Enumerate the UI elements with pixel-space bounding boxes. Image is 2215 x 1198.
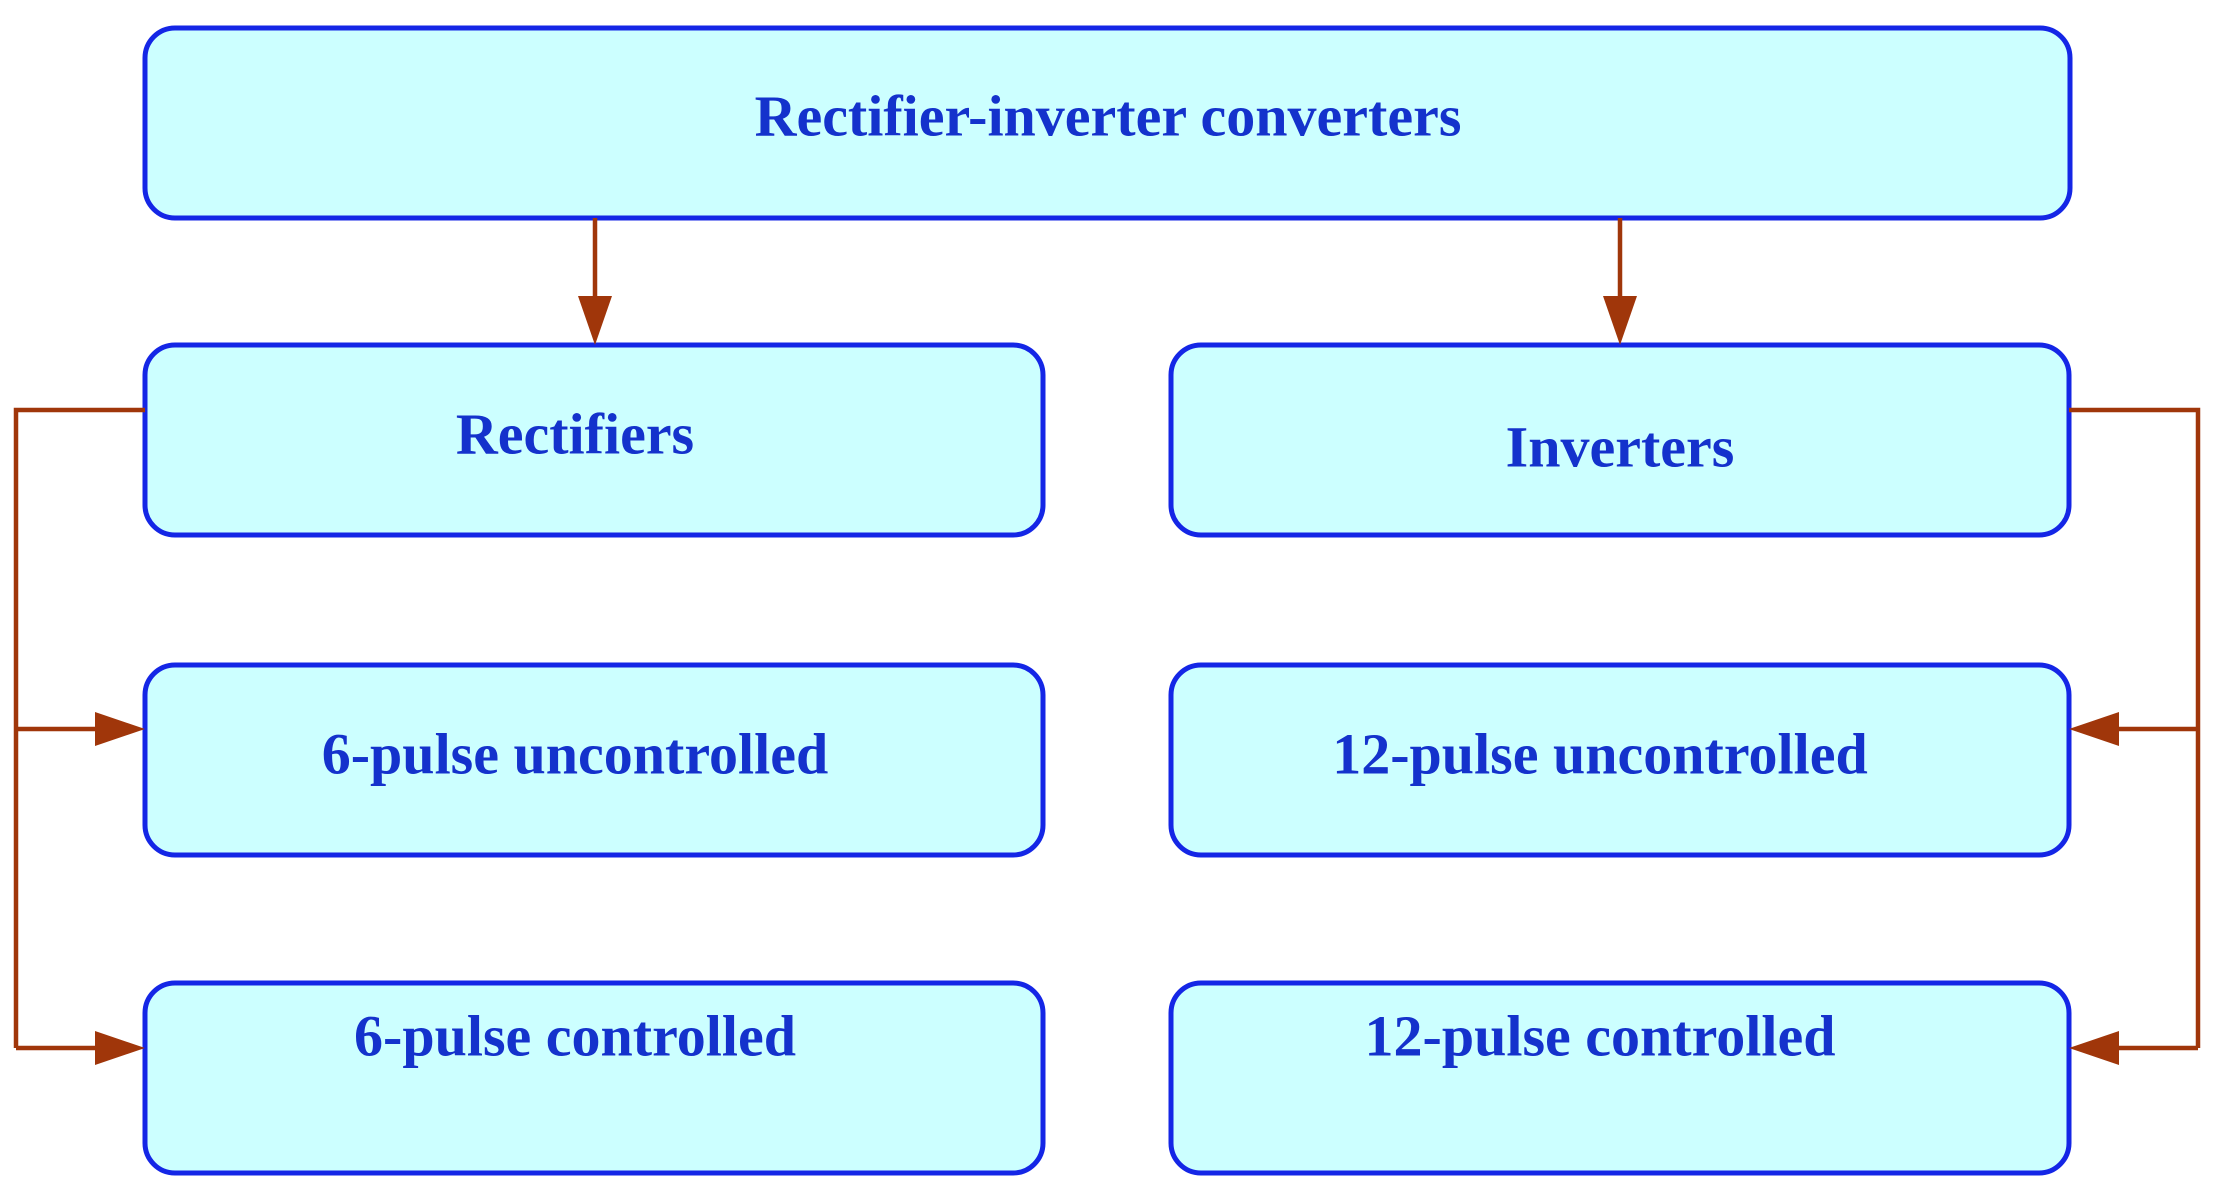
node-12-pulse-uncontrolled-label: 12-pulse uncontrolled	[1332, 721, 1868, 786]
node-12-pulse-controlled: 12-pulse controlled	[1168, 980, 2072, 1176]
node-12-pulse-controlled-label: 12-pulse controlled	[1365, 1003, 1836, 1068]
arrowhead-rectifiers	[578, 296, 612, 345]
connector-inverters-bracket	[2069, 407, 2201, 1048]
node-6-pulse-uncontrolled-box	[142, 662, 1046, 858]
node-6-pulse-uncontrolled: 6-pulse uncontrolled	[142, 662, 1046, 858]
node-rectifiers-label: Rectifiers	[456, 401, 694, 466]
node-6-pulse-controlled-label: 6-pulse controlled	[354, 1003, 796, 1068]
node-root-box	[142, 25, 2073, 221]
arrowhead-6-pulse-controlled	[95, 1031, 145, 1065]
node-12-pulse-uncontrolled-box	[1168, 662, 2072, 858]
node-rectifiers: Rectifiers	[142, 342, 1046, 538]
arrowhead-inverters	[1603, 296, 1637, 345]
node-12-pulse-uncontrolled: 12-pulse uncontrolled	[1168, 662, 2072, 858]
node-rectifiers-box	[142, 342, 1046, 538]
connector-rectifiers-bracket	[13, 407, 145, 1048]
arrowhead-12-pulse-uncontrolled	[2069, 712, 2119, 746]
arrowhead-6-pulse-uncontrolled	[95, 712, 145, 746]
node-12-pulse-controlled-box	[1168, 980, 2072, 1176]
node-inverters: Inverters	[1168, 342, 2072, 538]
node-6-pulse-controlled: 6-pulse controlled	[142, 980, 1046, 1176]
node-root: Rectifier-inverter converters	[142, 25, 2073, 221]
node-root-label: Rectifier-inverter converters	[755, 83, 1462, 148]
node-inverters-label: Inverters	[1506, 414, 1735, 479]
node-6-pulse-controlled-box	[142, 980, 1046, 1176]
node-6-pulse-uncontrolled-label: 6-pulse uncontrolled	[322, 721, 829, 786]
arrowhead-12-pulse-controlled	[2069, 1031, 2119, 1065]
